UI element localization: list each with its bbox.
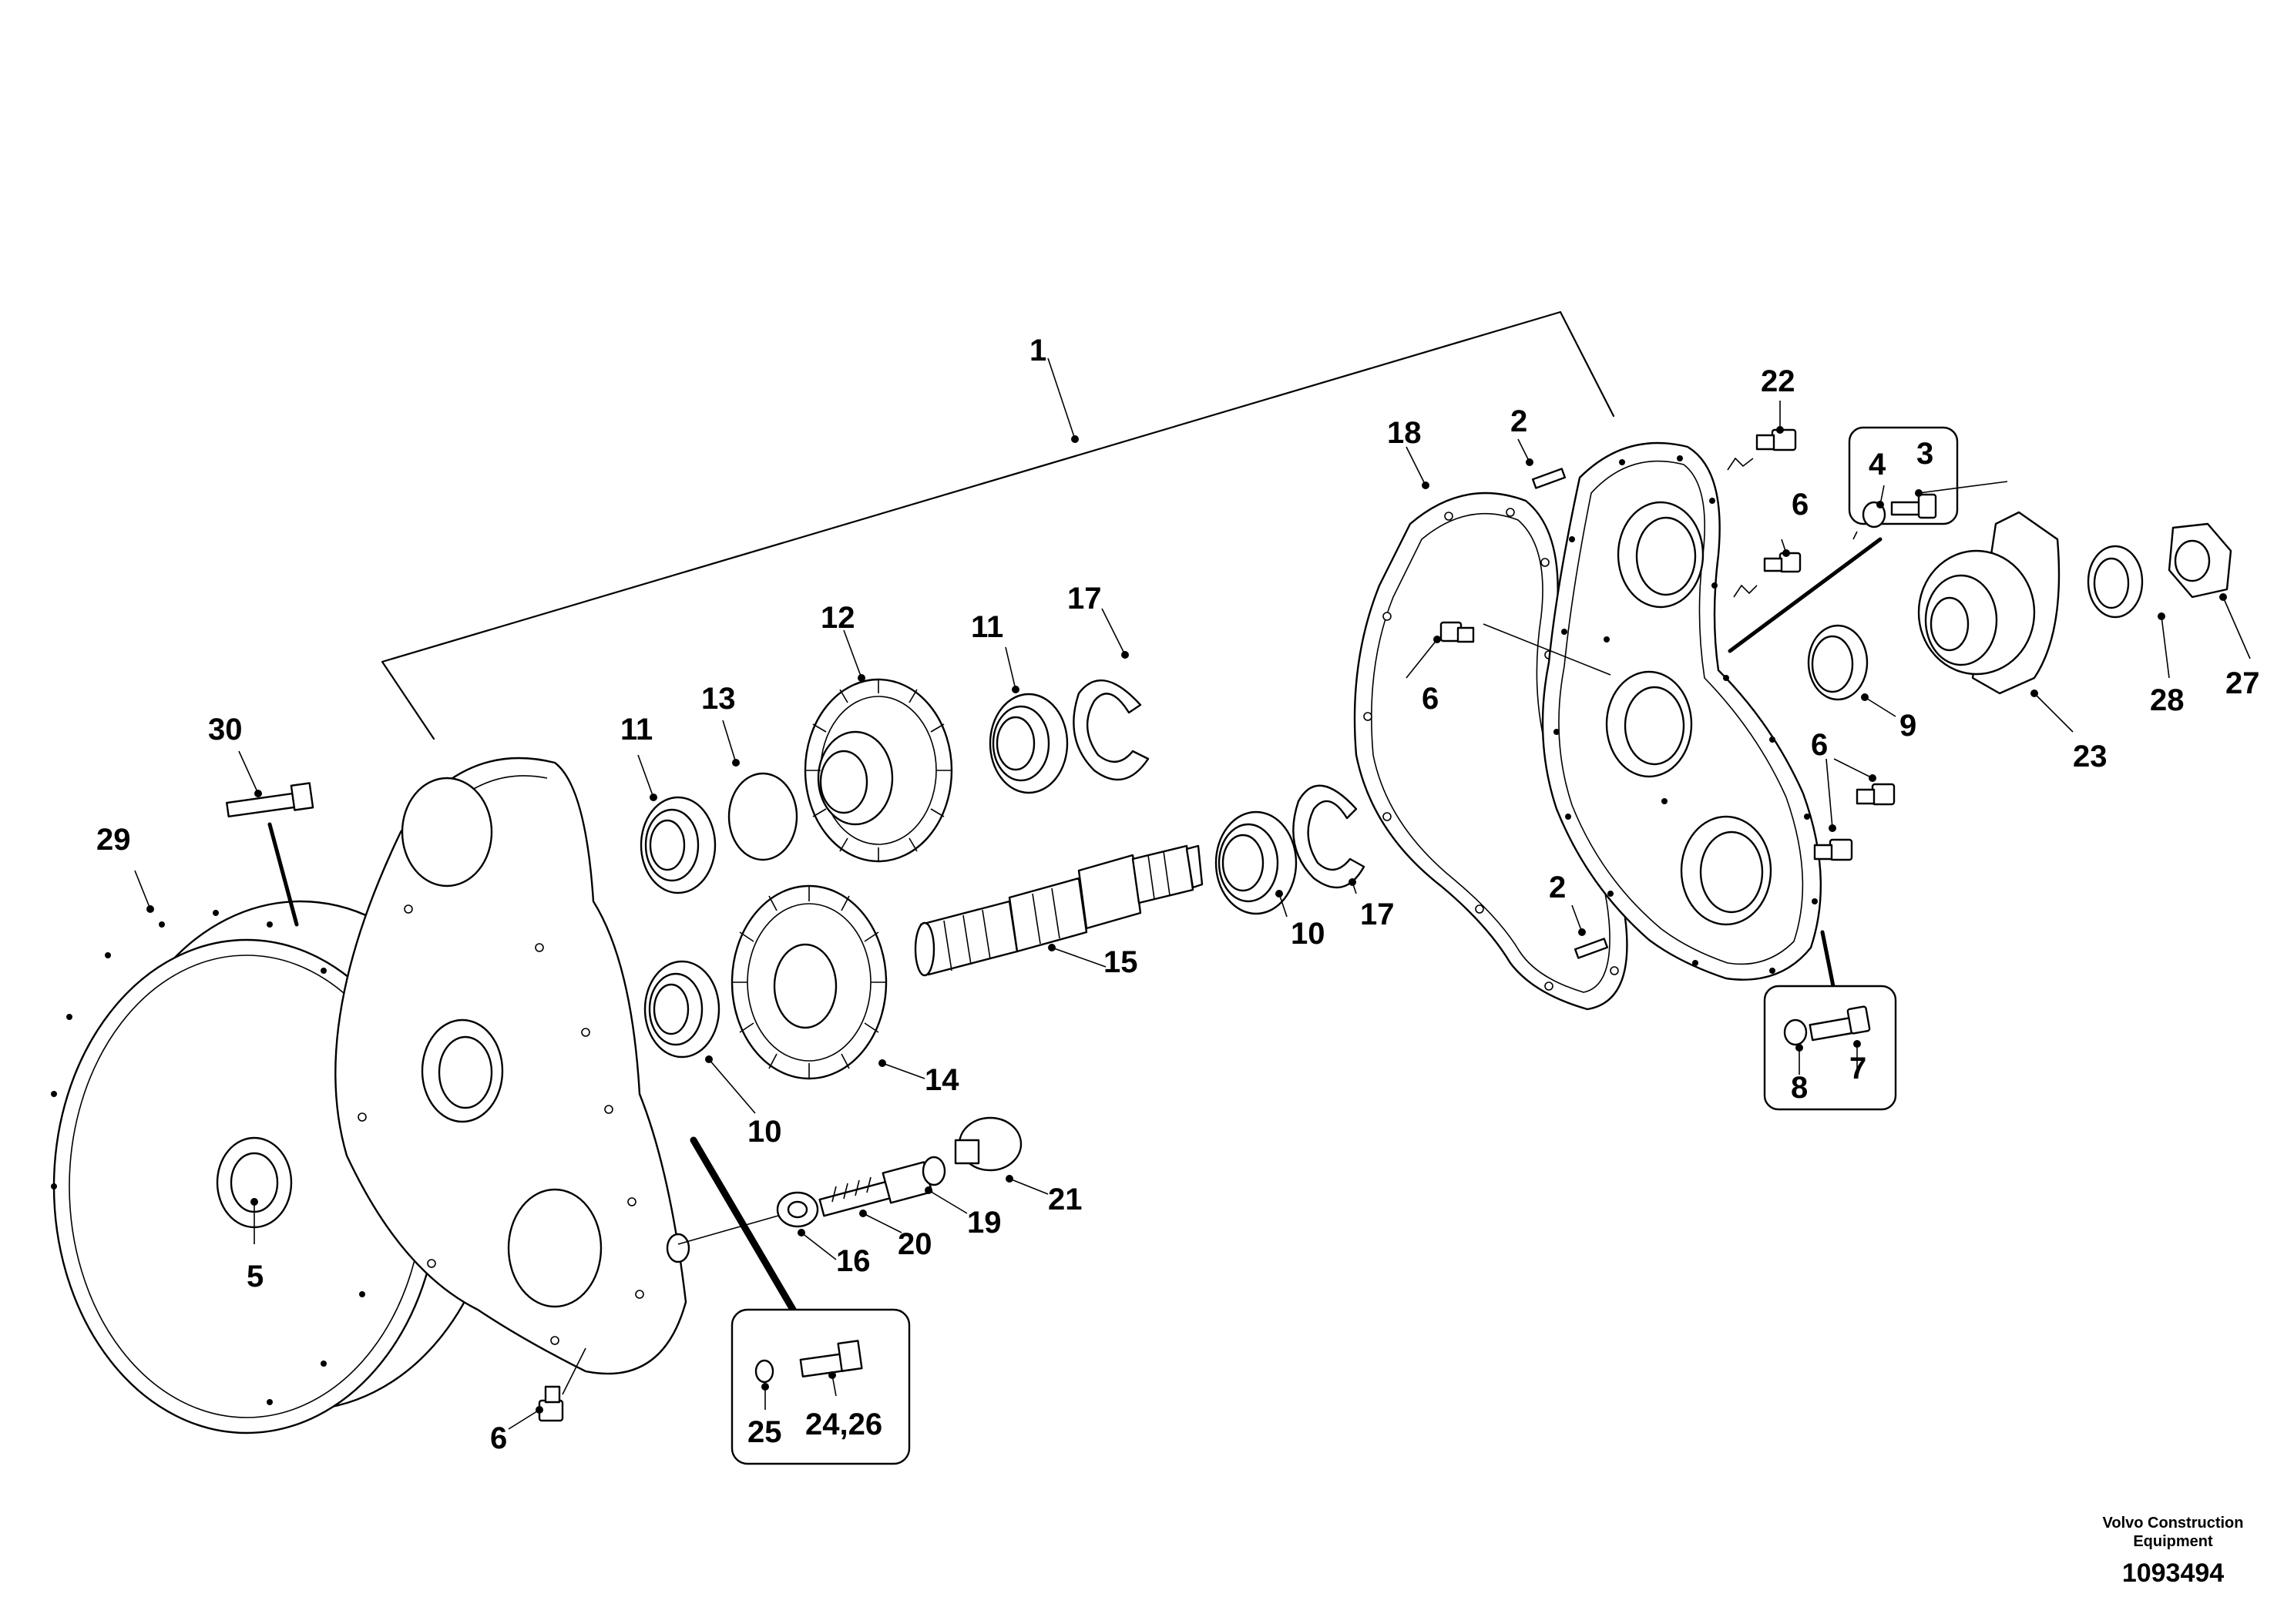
part-6-bolt-center	[1439, 621, 1475, 643]
part-2-dowel-lower	[1574, 938, 1609, 959]
callout-11-left: 11	[620, 713, 653, 747]
callout-21: 21	[1048, 1183, 1083, 1216]
callout-labels: 1 2 2 3 4 5 6 6 6 6 7 8 9 10 10 11 11 12…	[96, 334, 2260, 1455]
detail-box-7-8	[1763, 930, 1897, 1111]
part-14-gear	[731, 884, 888, 1080]
part-17-circlip-upper	[1073, 679, 1150, 781]
callout-8: 8	[1791, 1071, 1808, 1105]
callout-6-center: 6	[1422, 682, 1439, 716]
callout-25: 25	[747, 1415, 782, 1449]
part-23-flange	[1917, 511, 2061, 695]
vendor-name-line2: Equipment	[2133, 1533, 2213, 1550]
part-9-seal-ring	[1807, 624, 1869, 701]
part-1-rear-cover-holes	[1553, 455, 1818, 974]
callout-13: 13	[701, 682, 736, 716]
callout-9: 9	[1899, 709, 1916, 743]
callout-17-lower: 17	[1360, 898, 1395, 931]
callout-30: 30	[208, 713, 243, 747]
callout-28: 28	[2150, 683, 2185, 717]
detail-box-24-26	[690, 1136, 911, 1465]
callout-19: 19	[967, 1206, 1002, 1240]
callout-10-left: 10	[747, 1115, 782, 1149]
part-1-gear-case	[334, 757, 690, 1375]
callout-23: 23	[2073, 740, 2108, 773]
part-17-circlip-lower	[1292, 784, 1365, 889]
part-22-bolt	[1727, 428, 1797, 471]
callout-1: 1	[1029, 334, 1046, 367]
callout-18: 18	[1387, 416, 1422, 450]
part-10-bearing-right	[1214, 810, 1298, 915]
callout-15: 15	[1103, 945, 1138, 979]
callout-16: 16	[836, 1244, 871, 1278]
callout-11-right: 11	[971, 610, 1003, 644]
drawing-number: 1093494	[2122, 1559, 2224, 1588]
part-15-shaft	[914, 844, 1204, 977]
part-11-bearing-right	[989, 693, 1069, 794]
part-19-valve-sleeve	[882, 1156, 946, 1204]
part-11-bearing-left	[640, 796, 717, 894]
callout-2-upper: 2	[1510, 404, 1527, 438]
part-16-plug	[677, 1191, 819, 1245]
callout-4: 4	[1869, 448, 1886, 481]
callout-7: 7	[1849, 1052, 1866, 1085]
callout-27: 27	[2225, 666, 2260, 700]
leader-lines	[134, 357, 2251, 1430]
callout-12: 12	[821, 601, 855, 635]
part-6-bolts-right	[1813, 783, 1896, 861]
assembly-bracket-1	[381, 310, 1615, 740]
callout-29: 29	[96, 823, 131, 857]
callout-20: 20	[898, 1227, 932, 1261]
detail-box-3-4	[1728, 426, 1959, 653]
part-2-dowel-upper	[1531, 468, 1567, 489]
callout-5: 5	[247, 1260, 264, 1293]
callout-2-lower: 2	[1549, 871, 1566, 904]
callout-3: 3	[1916, 437, 1933, 471]
part-12-gear	[804, 678, 953, 863]
callout-6-upper-right: 6	[1792, 488, 1809, 522]
part-27-nut	[2168, 522, 2232, 599]
part-13-disc	[727, 772, 798, 861]
part-21-cap	[954, 1116, 1023, 1172]
callout-6-lower: 6	[490, 1421, 507, 1455]
part-30-bolt	[226, 782, 314, 927]
vendor-name-line1: Volvo Construction	[2103, 1515, 2244, 1532]
part-18-gasket	[1353, 492, 1628, 1011]
part-20-spring	[818, 1176, 892, 1217]
part-1-rear-cover	[1541, 441, 1822, 981]
part-6-bolt-upper-right	[1733, 552, 1802, 598]
callout-10-right: 10	[1291, 917, 1325, 951]
part-28-washer	[2087, 545, 2144, 619]
callout-24-26: 24,26	[805, 1408, 882, 1441]
title-block: Volvo Construction Equipment 1093494	[2103, 1515, 2244, 1588]
part-10-bearing-left	[643, 960, 720, 1059]
part-6-bolt-lower	[538, 1347, 586, 1422]
part-1-bolt-holes	[358, 904, 644, 1345]
callout-6-right: 6	[1811, 728, 1828, 762]
callout-17-upper: 17	[1067, 582, 1102, 616]
callout-14: 14	[925, 1063, 959, 1097]
callout-22: 22	[1761, 364, 1795, 398]
